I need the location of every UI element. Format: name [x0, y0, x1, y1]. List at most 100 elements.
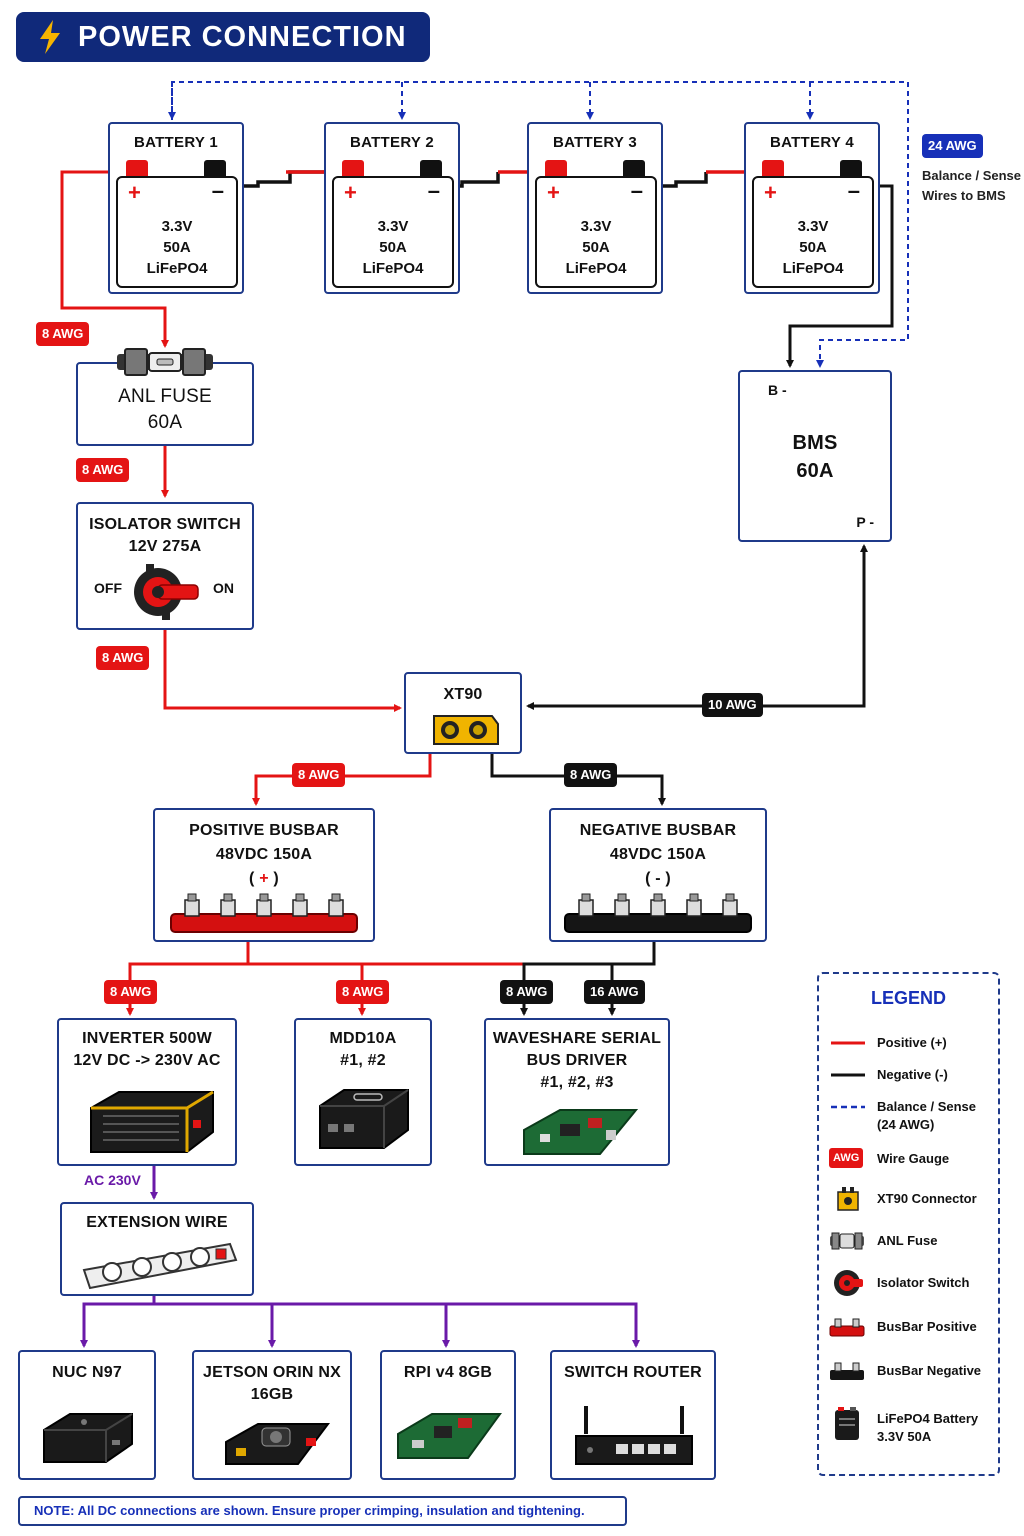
jetson-orin-nx-box: JETSON ORIN NX 16GB	[192, 1350, 352, 1480]
busbar-positive-icon	[829, 1318, 865, 1337]
bms-p-minus-terminal: P -	[856, 514, 874, 530]
red-line-icon	[831, 1041, 865, 1045]
battery-capacity: 50A	[582, 239, 610, 256]
battery-2: BATTERY 2 + – 3.3V 50A LiFePO4	[324, 122, 460, 294]
legend-item: Isolator Switch	[819, 1270, 999, 1298]
battery-title: BATTERY 2	[349, 134, 435, 151]
battery-icon	[835, 1407, 859, 1440]
router-icon	[575, 1406, 693, 1465]
battery-voltage: 3.3V	[797, 218, 829, 235]
legend-item: AWG Wire Gauge	[819, 1146, 999, 1174]
extension-title: EXTENSION WIRE	[86, 1214, 228, 1231]
inverter-title: INVERTER 500W	[82, 1030, 212, 1047]
pos-busbar-distribution	[126, 942, 524, 1016]
isolator-rating: 12V 275A	[128, 538, 202, 555]
isolator-switch-icon	[834, 1270, 863, 1296]
minus-sign-icon: –	[211, 178, 224, 203]
busbar-negative-icon	[564, 893, 752, 933]
battery-title: BATTERY 4	[769, 134, 855, 151]
battery-voltage: 3.3V	[580, 218, 612, 235]
balance-wire-gauge-tag: 24 AWG	[922, 134, 983, 158]
anl-fuse-title: ANL FUSE	[118, 386, 212, 407]
isolator-switch-box: ISOLATOR SWITCH 12V 275A OFF ON	[76, 502, 254, 630]
anl-fuse-rating: 60A	[147, 412, 183, 433]
positive-terminal-icon	[762, 160, 784, 176]
bms-rating: 60A	[796, 460, 834, 482]
mini-pc-icon	[43, 1413, 133, 1463]
wire-gauge-tag: 8 AWG	[96, 646, 150, 670]
load-title: JETSON ORIN NX	[203, 1364, 341, 1381]
xt90-icon	[837, 1187, 859, 1211]
positive-terminal-icon	[342, 160, 364, 176]
negative-terminal-icon	[204, 160, 226, 176]
raspberry-pi-icon	[397, 1413, 502, 1459]
isolator-title: ISOLATOR SWITCH	[89, 516, 241, 533]
wire-gauge-tag: 8 AWG	[564, 763, 618, 787]
wire-gauge-tag: 8 AWG	[104, 980, 158, 1004]
page-title: POWER CONNECTION	[78, 21, 407, 53]
legend-item: XT90 Connector	[819, 1186, 999, 1214]
isolator-switch-icon[interactable]	[132, 562, 202, 622]
circuit-board-icon	[523, 1109, 639, 1155]
ac-distribution	[80, 1296, 640, 1348]
wire-gauge-tag: 10 AWG	[702, 693, 763, 717]
waveshare-subtitle: BUS DRIVER	[526, 1052, 628, 1069]
jetson-board-icon	[225, 1423, 330, 1465]
load-title: NUC N97	[52, 1364, 122, 1381]
busbar-negative-icon	[830, 1362, 864, 1380]
extension-wire-box: EXTENSION WIRE	[60, 1202, 254, 1296]
battery-voltage: 3.3V	[161, 218, 193, 235]
positive-terminal-icon	[545, 160, 567, 176]
battery-cell: + – 3.3V 50A LiFePO4	[752, 176, 874, 288]
awg-tag-icon: AWG	[829, 1148, 864, 1168]
legend-title: LEGEND	[870, 988, 946, 1008]
xt90-box: XT90	[404, 672, 522, 754]
battery-capacity: 50A	[379, 239, 407, 256]
black-line-icon	[831, 1073, 865, 1077]
xt90-icon[interactable]	[430, 712, 500, 748]
negative-terminal-icon	[420, 160, 442, 176]
wire-gauge-tag: 8 AWG	[36, 322, 90, 346]
busbar-positive-icon	[170, 893, 358, 933]
xt90-title: XT90	[443, 686, 483, 703]
wire-gauge-tag: 8 AWG	[76, 458, 130, 482]
header-banner: POWER CONNECTION	[16, 12, 430, 62]
wire-gauge-tag: 8 AWG	[292, 763, 346, 787]
wire-gauge-tag: 16 AWG	[584, 980, 645, 1004]
negative-terminal-icon	[623, 160, 645, 176]
rpi-v4-box: RPI v4 8GB	[380, 1350, 516, 1480]
negative-busbar-box: NEGATIVE BUSBAR 48VDC 150A ( - )	[549, 808, 767, 942]
pos-busbar-title: POSITIVE BUSBAR	[189, 822, 339, 839]
minus-sign-icon: –	[630, 178, 643, 203]
load-title: SWITCH ROUTER	[564, 1364, 702, 1381]
load-title: RPI v4 8GB	[403, 1364, 493, 1381]
wire-gauge-tag: 8 AWG	[336, 980, 390, 1004]
mdd10a-title: MDD10A	[329, 1030, 397, 1047]
nuc-n97-box: NUC N97	[18, 1350, 156, 1480]
battery-title: BATTERY 3	[552, 134, 638, 151]
anl-fuse-icon	[117, 348, 213, 376]
balance-note-line1: Balance / Sense	[922, 168, 1021, 183]
wire-bat4-to-bms	[786, 184, 894, 368]
balance-sense-wires	[168, 81, 909, 368]
battery-chemistry: LiFePO4	[782, 260, 844, 277]
blue-dashed-line-icon	[831, 1105, 865, 1109]
legend: LEGEND Positive (+) Negative (-) Balance…	[817, 972, 1000, 1476]
minus-sign-icon: –	[847, 178, 860, 203]
battery-voltage: 3.3V	[377, 218, 409, 235]
plus-sign-icon: +	[344, 180, 357, 205]
battery-capacity: 50A	[163, 239, 191, 256]
plus-sign-icon: +	[128, 180, 141, 205]
balance-note-line2: Wires to BMS	[922, 188, 1006, 203]
minus-sign-icon: –	[427, 178, 440, 203]
legend-item: Balance / Sense(24 AWG)	[819, 1094, 999, 1134]
battery-chemistry: LiFePO4	[362, 260, 424, 277]
battery-cell: + – 3.3V 50A LiFePO4	[116, 176, 238, 288]
load-subtitle: 16GB	[250, 1386, 294, 1403]
wire-gauge-tag: 8 AWG	[500, 980, 554, 1004]
inverter-spec: 12V DC -> 230V AC	[73, 1052, 221, 1069]
bms-b-minus-terminal: B -	[768, 382, 787, 398]
legend-item: ANL Fuse	[819, 1228, 999, 1256]
switch-router-box: SWITCH ROUTER	[550, 1350, 716, 1480]
